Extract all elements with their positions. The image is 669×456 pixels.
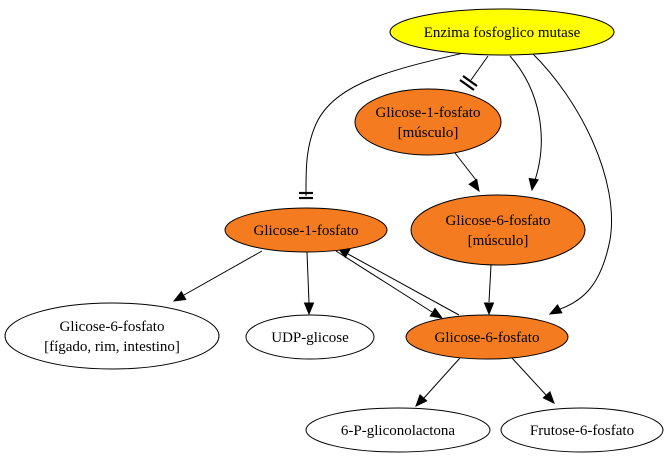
edge-g6p-musculo-g6p xyxy=(483,264,495,316)
edge-g1p-musculo-g6p-musculo xyxy=(454,152,480,193)
node-ellipse xyxy=(224,207,388,253)
edges-layer xyxy=(172,50,612,407)
edge-line xyxy=(470,55,489,81)
edge-enzima-g1p-musculo xyxy=(459,55,489,91)
nodes-layer: Enzima fosfoglico mutaseGlicose-1-fosfat… xyxy=(4,8,664,453)
arrowhead xyxy=(415,393,428,407)
node-label: [músculo] xyxy=(398,125,459,141)
edge-line xyxy=(531,52,612,312)
edge-enzima-g6p-musculo xyxy=(509,55,542,192)
node-label: Glicose-6-fosfato xyxy=(446,213,551,229)
edge-g6p-frutose xyxy=(511,357,555,404)
arrowhead xyxy=(483,302,495,316)
node-ellipse xyxy=(389,8,615,56)
edge-enzima-g1p xyxy=(299,50,473,200)
edge-line xyxy=(347,253,460,316)
arrowhead xyxy=(542,390,555,404)
node-label: 6-P-gliconolactona xyxy=(341,423,455,439)
node-ellipse xyxy=(500,407,664,453)
node-enzima: Enzima fosfoglico mutase xyxy=(389,8,615,56)
node-udp: UDP-glicose xyxy=(245,314,375,360)
arrowhead xyxy=(548,303,563,315)
node-g1p-musculo: Glicose-1-fosfato [músculo] xyxy=(354,88,502,156)
node-ellipse xyxy=(245,314,375,360)
edge-g1p-g6p-figado xyxy=(172,250,263,302)
arrowhead xyxy=(528,177,539,192)
node-frutose: Frutose-6-fosfato xyxy=(500,407,664,453)
edge-g1p-g6p xyxy=(335,250,444,319)
node-label: Glicose-1-fosfato xyxy=(376,105,481,121)
node-label: Glicose-6-fosfato xyxy=(60,319,165,335)
edge-line xyxy=(454,152,477,181)
edge-line xyxy=(335,250,433,313)
node-label: [fígado, rim, intestino] xyxy=(44,339,180,355)
edge-line xyxy=(423,357,461,399)
node-gliconolactona: 6-P-gliconolactona xyxy=(305,407,491,453)
node-label: Glicose-1-fosfato xyxy=(254,223,359,239)
node-ellipse xyxy=(305,407,491,453)
edge-line xyxy=(488,264,492,303)
arrowhead xyxy=(429,307,444,319)
edge-g6p-g1p xyxy=(336,247,460,316)
edge-line xyxy=(183,250,263,296)
node-ellipse xyxy=(4,302,220,370)
edge-line xyxy=(305,50,473,197)
node-label: [músculo] xyxy=(468,233,529,249)
node-ellipse xyxy=(405,314,569,360)
edge-g1p-udp xyxy=(303,251,315,316)
inhibition-bar xyxy=(462,75,478,87)
edge-g6p-gliconolactona xyxy=(415,357,461,407)
node-g6p: Glicose-6-fosfato xyxy=(405,314,569,360)
node-ellipse xyxy=(410,194,586,266)
node-g6p-figado: Glicose-6-fosfato [fígado, rim, intestino… xyxy=(4,302,220,370)
edge-enzima-g6p xyxy=(531,52,612,315)
inhibition-bar xyxy=(459,79,475,91)
arrowhead xyxy=(303,302,315,316)
edge-line xyxy=(511,357,547,396)
node-label: Frutose-6-fosfato xyxy=(530,423,634,439)
arrowhead xyxy=(468,178,480,193)
node-label: Enzima fosfoglico mutase xyxy=(424,25,581,41)
edge-line xyxy=(306,251,310,304)
node-label: Glicose-6-fosfato xyxy=(435,330,540,346)
arrowhead xyxy=(172,290,187,302)
node-label: UDP-glicose xyxy=(271,330,349,346)
edge-line xyxy=(509,55,542,187)
node-g1p: Glicose-1-fosfato xyxy=(224,207,388,253)
node-g6p-musculo: Glicose-6-fosfato [músculo] xyxy=(410,194,586,266)
node-ellipse xyxy=(354,88,502,156)
